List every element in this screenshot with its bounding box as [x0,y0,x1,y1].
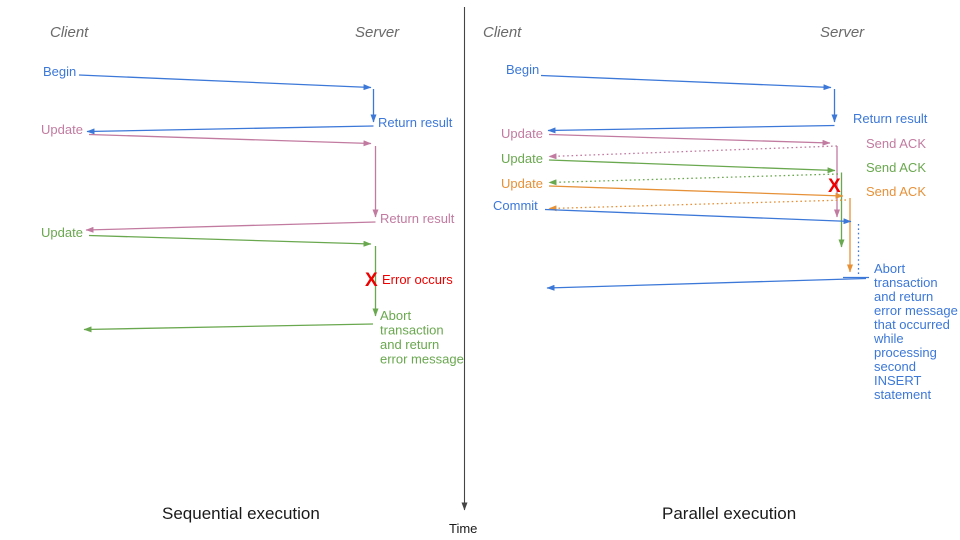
right-abort-line-8: second [874,359,916,374]
right-send-ack-3-arrow [548,199,847,212]
right-begin-request-arrow [540,74,832,91]
left-client-header: Client [50,24,89,41]
right-update-3-request-arrow [548,185,844,199]
left-begin-label: Begin [43,64,76,79]
right-client-header: Client [483,24,522,41]
right-abort-line-3: and return [874,289,933,304]
right-send-ack-1-arrow [548,145,838,160]
parallel-execution-caption: Parallel execution [662,504,796,523]
left-begin-request-arrow [78,74,372,91]
left-return-result-1-arrow [86,125,374,135]
right-send-ack-3-label: Send ACK [866,184,926,199]
right-abort-return-arrow [546,277,867,291]
right-update-1-label: Update [501,126,543,141]
right-abort-line-2: transaction [874,275,938,290]
left-update-2-label: Update [41,225,83,240]
left-error-occurs-label: Error occurs [382,272,453,287]
right-return-result-label: Return result [853,111,928,126]
right-abort-line-10: statement [874,387,931,402]
right-abort-line-6: while [873,331,904,346]
right-server-header: Server [820,24,865,41]
left-return-result-2-label: Return result [380,211,455,226]
left-abort-line-3: and return [380,337,439,352]
right-update-1-request-arrow [548,133,831,146]
left-abort-line-1: Abort [380,308,411,323]
parallel-panel: Client Server Begin Return result Update… [483,24,958,523]
right-abort-line-7: processing [874,345,937,360]
left-update-2-request-arrow [88,234,372,247]
left-abort-line-4: error message [380,352,464,367]
right-abort-line-5: that occurred [874,317,950,332]
right-update-2-request-arrow [548,159,836,174]
right-send-ack-2-arrow [548,173,839,186]
left-update-1-label: Update [41,122,83,137]
left-server-header: Server [355,24,400,41]
right-update-2-label: Update [501,151,543,166]
left-return-result-2-arrow [85,221,376,233]
left-error-x-icon: X [365,270,378,291]
left-return-result-1-label: Return result [378,115,453,130]
left-abort-return-arrow [83,323,374,333]
sequential-execution-caption: Sequential execution [162,504,320,523]
right-commit-request-arrow [544,208,852,225]
right-error-x-icon: X [828,176,841,197]
right-update-3-label: Update [501,176,543,191]
left-abort-line-2: transaction [380,323,444,338]
left-update-1-request-arrow [88,133,372,147]
right-abort-line-1: Abort [874,261,905,276]
right-abort-line-9: INSERT [874,373,921,388]
right-return-result-arrow [547,124,835,134]
right-begin-label: Begin [506,62,539,77]
right-send-ack-2-label: Send ACK [866,160,926,175]
right-send-ack-1-label: Send ACK [866,136,926,151]
sequential-panel: Client Server Begin Return result Update… [41,24,464,523]
right-abort-line-4: error message [874,303,958,318]
right-commit-label: Commit [493,198,538,213]
time-axis-label: Time [449,521,477,536]
